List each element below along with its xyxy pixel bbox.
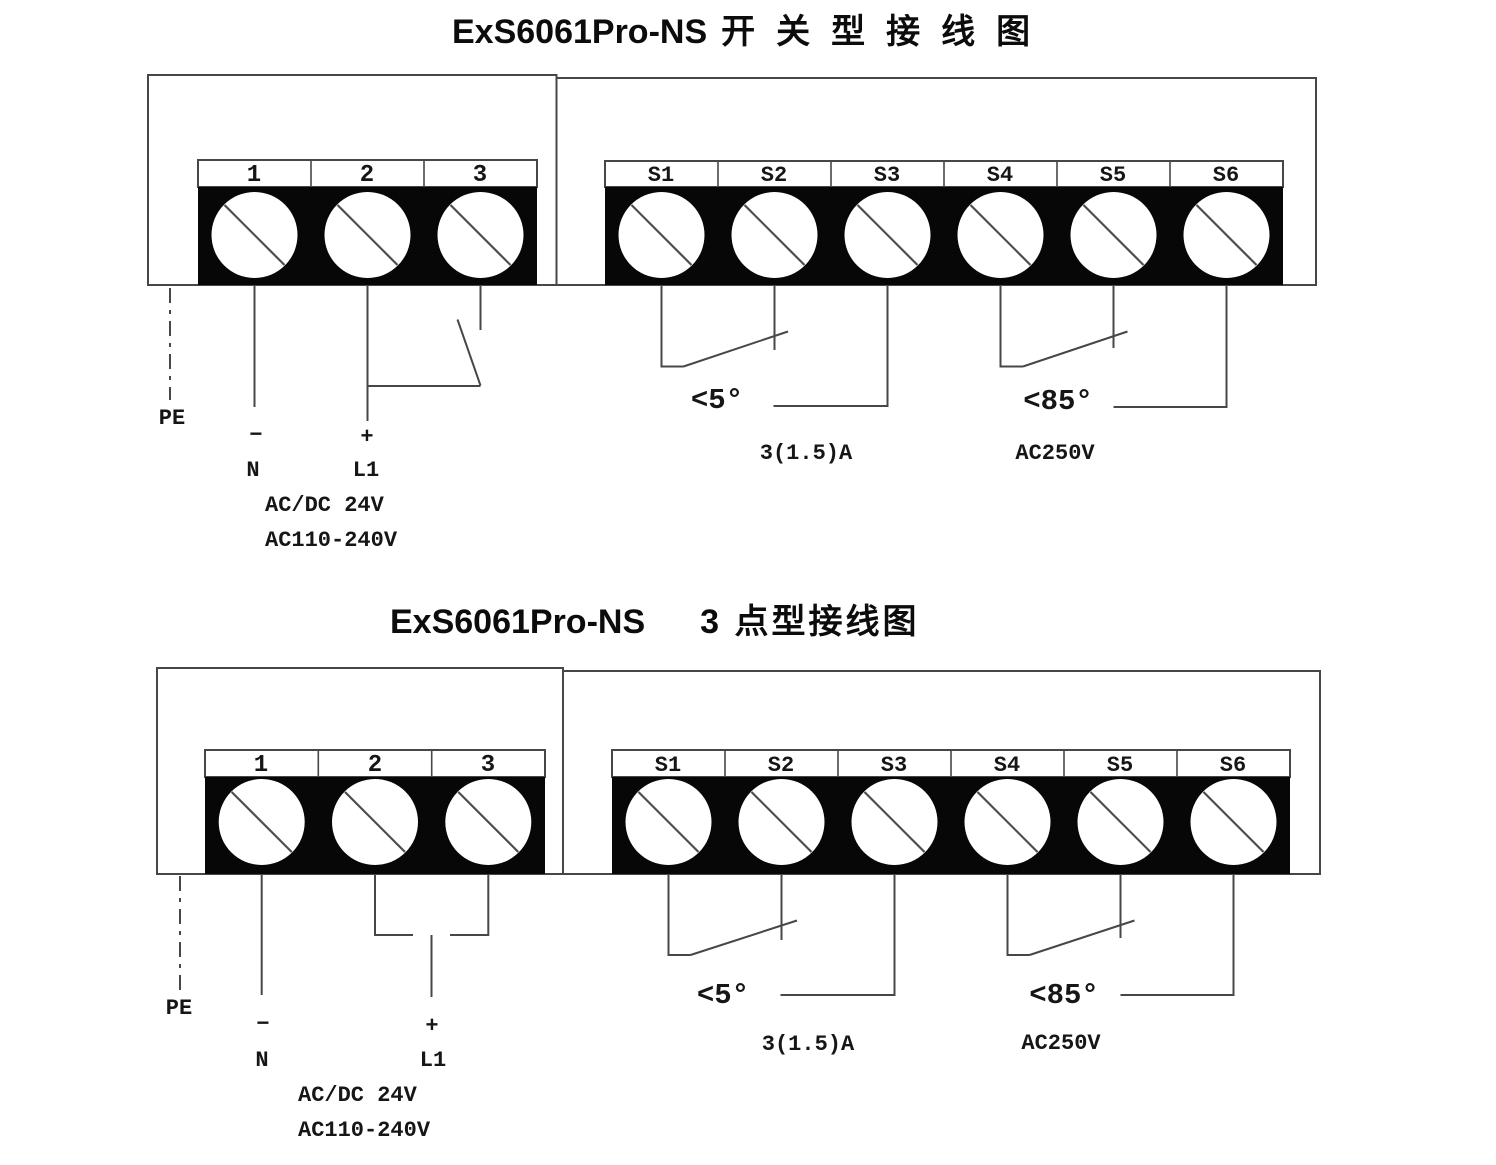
terminal-label-s3: S3	[874, 163, 900, 188]
pe-label: PE	[159, 406, 185, 431]
terminal-screw-s1	[617, 190, 706, 280]
terminal-label-s5: S5	[1107, 753, 1133, 778]
diagram2-title-model: ExS6061Pro-NS	[390, 603, 646, 641]
terminal-screw-s4	[956, 190, 1045, 280]
angle-low-label: <5°	[697, 979, 749, 1012]
terminal-label-s3: S3	[881, 753, 907, 778]
diagram2-title-type: 3 点型接线图	[700, 603, 920, 641]
terminal-body	[605, 187, 1283, 285]
pe-label: PE	[166, 996, 192, 1021]
s1-switch-blade	[683, 330, 789, 368]
contact-rating-label: 3(1.5)A	[760, 441, 853, 466]
minus-label: −	[256, 1012, 269, 1037]
contact-voltage-label: AC250V	[1021, 1031, 1101, 1056]
terminal-screw-s5	[1076, 777, 1165, 867]
terminal-screw-3	[444, 777, 533, 867]
diagram1-title: ExS6061Pro-NS 开关型接线图	[452, 12, 1051, 52]
diagram-3-point: 1 2 3 S1 S2 S3	[156, 667, 1321, 1143]
terminal-screw-s2	[737, 777, 826, 867]
diagram1-title-model: ExS6061Pro-NS	[452, 13, 708, 51]
s3-common-wire	[773, 285, 889, 407]
s1-wire	[660, 285, 684, 368]
supply-ac-label: AC110-240V	[298, 1118, 431, 1143]
terminal-screw-3	[436, 190, 525, 280]
terminal-screw-s5	[1069, 190, 1158, 280]
neutral-label: N	[246, 458, 259, 483]
terminal-screw-1	[217, 777, 306, 867]
supply-ac-label: AC110-240V	[265, 528, 398, 553]
diagram2-title: ExS6061Pro-NS 3 点型接线图	[390, 602, 920, 642]
s4-switch-blade	[1022, 330, 1128, 368]
terminal-screw-s6	[1182, 190, 1271, 280]
terminal-screw-s1	[624, 777, 713, 867]
neutral-label: N	[255, 1048, 268, 1073]
terminal-screw-s6	[1189, 777, 1278, 867]
terminal-screw-s4	[963, 777, 1052, 867]
terminal-label-3: 3	[481, 752, 495, 779]
s3-common-wire	[780, 874, 896, 996]
terminal-label-s2: S2	[768, 753, 794, 778]
terminal-label-s1: S1	[655, 753, 681, 778]
terminal-screw-s3	[850, 777, 939, 867]
line1-label: L1	[420, 1048, 446, 1073]
s6-common-wire	[1113, 285, 1228, 408]
terminal-screw-s2	[730, 190, 819, 280]
terminal-screw-s3	[843, 190, 932, 280]
supply-dc-label: AC/DC 24V	[298, 1083, 418, 1108]
terminal-label-s6: S6	[1213, 163, 1239, 188]
terminal-label-s1: S1	[648, 163, 674, 188]
terminal-label-2: 2	[360, 162, 374, 189]
terminal-label-1: 1	[247, 162, 261, 189]
diagram-switch-type: 1 2 3 S1 S2 S3	[147, 74, 1317, 553]
s4-switch-blade	[1029, 919, 1135, 956]
switch-blade	[456, 319, 482, 386]
contact-voltage-label: AC250V	[1015, 441, 1095, 466]
terminal-screw-1	[210, 190, 299, 280]
terminal-label-s5: S5	[1100, 163, 1126, 188]
s1-switch-blade	[690, 919, 798, 956]
s6-common-wire	[1120, 874, 1235, 996]
terminal-header	[197, 159, 538, 188]
signal-terminal-block: S1 S2 S3 S4 S5 S6	[604, 160, 1284, 285]
terminal-label-3: 3	[473, 162, 487, 189]
terminal-label-s4: S4	[987, 163, 1013, 188]
angle-high-label: <85°	[1023, 385, 1093, 418]
terminal-label-1: 1	[254, 752, 268, 779]
s1-wire	[667, 874, 691, 956]
s4-wire	[999, 285, 1023, 368]
power-terminal-block: 1 2 3	[197, 159, 538, 285]
terminal-screw-2	[330, 777, 420, 867]
signal-terminal-block: S1 S2 S3 S4 S5 S6	[611, 749, 1291, 874]
plus-label: +	[425, 1014, 438, 1039]
plus-label: +	[360, 425, 373, 450]
angle-high-label: <85°	[1029, 979, 1099, 1012]
supply-dc-label: AC/DC 24V	[265, 493, 385, 518]
diagram1-title-type: 开关型接线图	[721, 13, 1052, 51]
terminal2-wire	[374, 874, 413, 936]
terminal3-wire	[450, 874, 490, 936]
line1-label: L1	[353, 458, 379, 483]
terminal-label-s6: S6	[1220, 753, 1246, 778]
angle-low-label: <5°	[691, 384, 743, 417]
minus-label: −	[249, 423, 262, 448]
contact-rating-label: 3(1.5)A	[762, 1032, 855, 1057]
terminal-screw-2	[323, 190, 412, 280]
s4-wire	[1006, 874, 1030, 956]
terminal-label-2: 2	[368, 752, 382, 779]
power-terminal-block: 1 2 3	[204, 749, 546, 874]
terminal-label-s4: S4	[994, 753, 1020, 778]
terminal-label-s2: S2	[761, 163, 787, 188]
terminal-body	[612, 777, 1290, 874]
